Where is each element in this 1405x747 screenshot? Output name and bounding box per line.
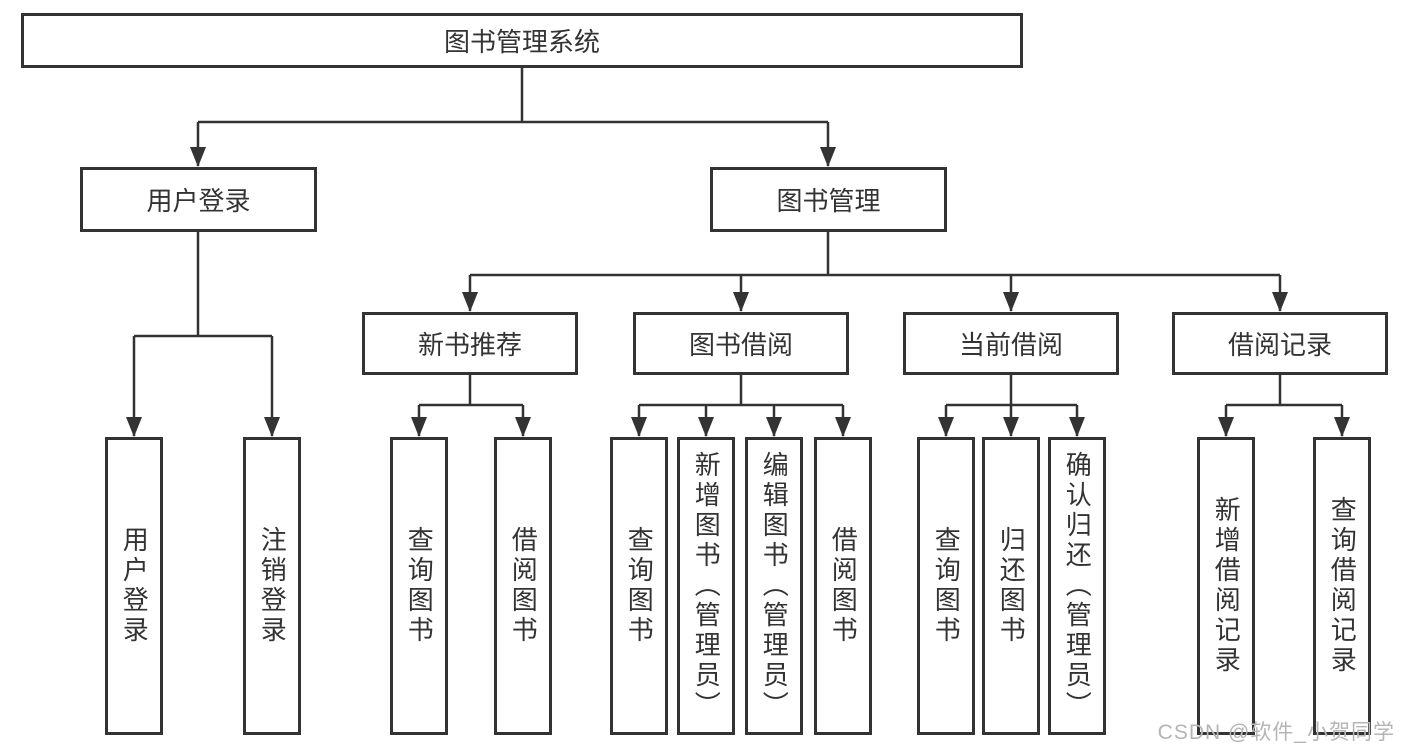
leaf-confirm-return-admin: 确认归还（管理员） (1048, 437, 1106, 735)
leaf-return-books: 归还图书 (982, 437, 1040, 735)
leaf-current-query-books: 查询图书 (917, 437, 975, 735)
node-library-management-system: 图书管理系统 (21, 13, 1023, 68)
edge-current-borrowing-to-leaves (938, 375, 1085, 437)
leaf-recommendation-borrow-books: 借阅图书 (494, 437, 552, 735)
edge-root-to-level2 (190, 68, 836, 167)
leaf-user-login: 用户登录 (105, 437, 163, 735)
edge-book-borrowing-to-leaves (631, 375, 851, 437)
node-new-book-recommendation: 新书推荐 (362, 312, 578, 375)
leaf-borrowing-query-books: 查询图书 (610, 437, 668, 735)
leaf-add-books-admin: 新增图书（管理员） (677, 437, 735, 735)
edge-book-management-to-level3 (462, 232, 1288, 312)
node-borrowing-records: 借阅记录 (1172, 312, 1388, 375)
edge-user-login-to-leaves (126, 232, 280, 437)
leaf-borrowing-borrow-books: 借阅图书 (814, 437, 872, 735)
edge-new-book-recommendation-to-leaves (411, 375, 531, 437)
node-book-management: 图书管理 (710, 167, 947, 232)
node-book-borrowing: 图书借阅 (633, 312, 849, 375)
leaf-edit-books-admin: 编辑图书（管理员） (745, 437, 803, 735)
leaf-recommendation-query-books: 查询图书 (390, 437, 448, 735)
node-current-borrowing: 当前借阅 (903, 312, 1119, 375)
watermark: CSDN @软件_小贺同学 (1157, 721, 1395, 744)
leaf-add-borrow-record: 新增借阅记录 (1197, 437, 1255, 735)
edge-borrowing-records-to-leaves (1218, 375, 1350, 437)
leaf-query-borrow-record: 查询借阅记录 (1313, 437, 1371, 735)
node-user-login: 用户登录 (80, 167, 317, 232)
leaf-logout: 注销登录 (243, 437, 301, 735)
